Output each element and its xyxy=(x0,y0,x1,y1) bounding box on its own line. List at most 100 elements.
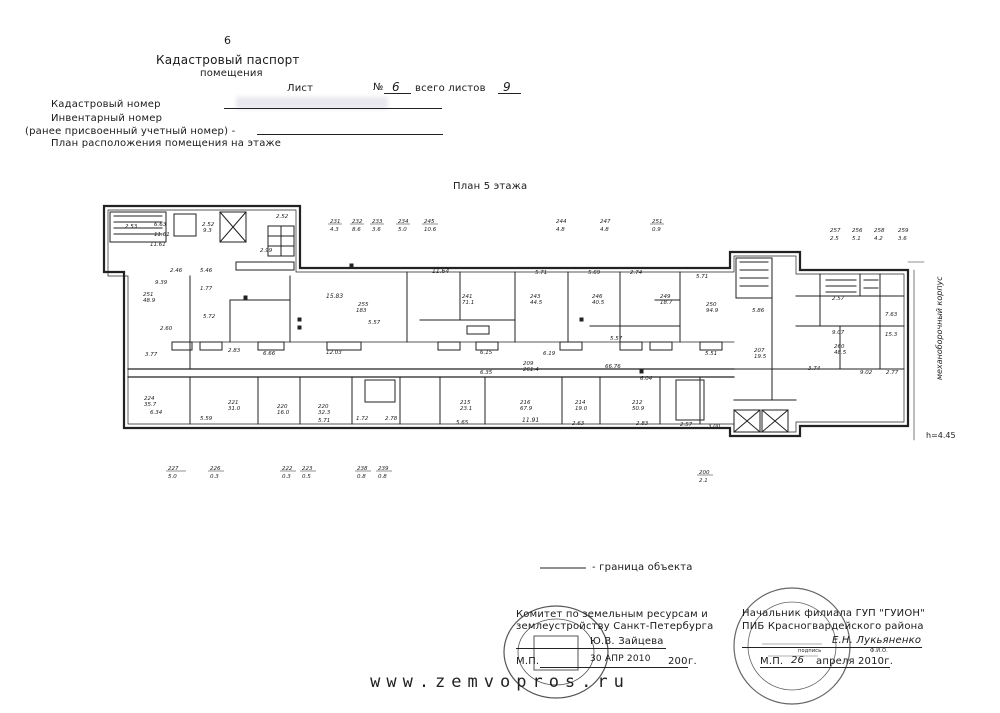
svg-text:66.76: 66.76 xyxy=(605,364,621,370)
svg-text:2.99: 2.99 xyxy=(260,248,273,254)
committee-date-stamp: 30 АПР 2010 xyxy=(590,654,651,664)
svg-text:249: 249 xyxy=(660,294,671,300)
svg-text:2.63: 2.63 xyxy=(572,421,585,427)
svg-text:6.19: 6.19 xyxy=(543,351,556,357)
committee-signer: Ю.В. Зайцева xyxy=(590,636,664,647)
svg-text:11.61: 11.61 xyxy=(154,232,170,238)
svg-text:245: 245 xyxy=(424,219,435,225)
svg-text:19.0: 19.0 xyxy=(575,406,588,412)
svg-text:5.51: 5.51 xyxy=(705,351,717,357)
committee-year: 200 xyxy=(668,656,688,667)
svg-text:223: 223 xyxy=(302,466,313,472)
svg-text:232: 232 xyxy=(352,219,363,225)
svg-text:244: 244 xyxy=(556,219,567,225)
svg-text:241: 241 xyxy=(462,294,473,300)
svg-text:207: 207 xyxy=(754,348,765,354)
svg-text:6.15: 6.15 xyxy=(480,350,493,356)
svg-text:215: 215 xyxy=(460,400,471,406)
branch-line1: Начальник филиала ГУП "ГУИОН" xyxy=(742,608,925,619)
svg-text:1.77: 1.77 xyxy=(200,286,213,292)
branch-stamp xyxy=(733,587,851,705)
svg-text:2.52: 2.52 xyxy=(276,214,289,220)
svg-text:5.0: 5.0 xyxy=(398,227,407,233)
svg-text:48.5: 48.5 xyxy=(834,350,847,356)
svg-text:50.9: 50.9 xyxy=(632,406,645,412)
branch-sign-caption: подпись xyxy=(798,648,822,654)
previous-number-line xyxy=(257,134,443,135)
site-watermark: www.zemvopros.ru xyxy=(370,672,630,692)
svg-text:221: 221 xyxy=(228,400,239,406)
svg-text:238: 238 xyxy=(357,466,368,472)
svg-text:2.83: 2.83 xyxy=(228,348,241,354)
committee-signature-line xyxy=(516,648,666,649)
svg-text:2.52: 2.52 xyxy=(202,222,215,228)
svg-text:67.9: 67.9 xyxy=(520,406,533,412)
svg-text:243: 243 xyxy=(530,294,541,300)
svg-text:0.5: 0.5 xyxy=(302,474,311,480)
svg-text:48.9: 48.9 xyxy=(143,298,156,304)
svg-text:32.3: 32.3 xyxy=(318,410,331,416)
svg-text:183: 183 xyxy=(356,308,367,314)
total-sheets-line xyxy=(498,93,521,94)
svg-text:3.6: 3.6 xyxy=(898,236,907,242)
legend-label: - граница объекта xyxy=(592,562,693,573)
svg-text:259: 259 xyxy=(898,228,909,234)
svg-text:261.4: 261.4 xyxy=(523,367,539,373)
branch-fio-caption: Ф.И.О. xyxy=(870,648,888,654)
svg-text:0.8: 0.8 xyxy=(357,474,366,480)
svg-text:6.63: 6.63 xyxy=(154,222,167,228)
svg-text:255: 255 xyxy=(358,302,369,308)
svg-text:3.6: 3.6 xyxy=(372,227,381,233)
svg-text:2.60: 2.60 xyxy=(160,326,173,332)
svg-text:0.8: 0.8 xyxy=(378,474,387,480)
sheet-number: 6 xyxy=(392,80,400,94)
svg-text:257: 257 xyxy=(830,228,841,234)
svg-text:226: 226 xyxy=(210,466,221,472)
svg-text:2.53: 2.53 xyxy=(125,224,138,230)
svg-text:2.5: 2.5 xyxy=(830,236,839,242)
svg-text:4.3: 4.3 xyxy=(330,227,339,233)
svg-text:15.3: 15.3 xyxy=(885,332,898,338)
svg-text:9.39: 9.39 xyxy=(155,280,168,286)
svg-text:231: 231 xyxy=(330,219,341,225)
redacted-cadastral-number xyxy=(236,97,388,109)
svg-text:31.0: 31.0 xyxy=(228,406,241,412)
committee-line2: землеустройству Санкт-Петербурга xyxy=(516,621,714,632)
branch-signer: Е.Н. Лукьяненко xyxy=(832,635,922,646)
svg-text:0.9: 0.9 xyxy=(652,227,661,233)
committee-stamp xyxy=(503,605,609,699)
branch-mp: М.П. xyxy=(760,656,784,667)
svg-text:0.3: 0.3 xyxy=(210,474,219,480)
svg-text:19.5: 19.5 xyxy=(754,354,767,360)
svg-text:10.6: 10.6 xyxy=(424,227,437,233)
svg-text:23.1: 23.1 xyxy=(460,406,472,412)
inventory-number-label: Инвентарный номер xyxy=(51,113,163,124)
cadastral-number-label: Кадастровый номер xyxy=(51,99,161,110)
svg-text:5.59: 5.59 xyxy=(200,416,213,422)
svg-text:2.74: 2.74 xyxy=(630,270,643,276)
svg-text:216: 216 xyxy=(520,400,531,406)
svg-text:5.71: 5.71 xyxy=(535,270,547,276)
svg-text:44.5: 44.5 xyxy=(530,300,543,306)
svg-text:2.1: 2.1 xyxy=(699,478,708,484)
svg-text:3.77: 3.77 xyxy=(145,352,158,358)
svg-text:5.65: 5.65 xyxy=(456,420,469,426)
svg-text:247: 247 xyxy=(600,219,611,225)
height-mark: h=4.45 xyxy=(926,431,956,440)
svg-text:2.78: 2.78 xyxy=(385,416,398,422)
svg-text:200: 200 xyxy=(699,470,710,476)
svg-text:2.57: 2.57 xyxy=(832,296,845,302)
svg-text:5.57: 5.57 xyxy=(610,336,623,342)
committee-mp: М.П. xyxy=(516,656,540,667)
svg-text:5.72: 5.72 xyxy=(203,314,216,320)
svg-text:250: 250 xyxy=(706,302,717,308)
side-building-label: механоборочный корпус xyxy=(935,276,944,380)
total-sheets-label: всего листов xyxy=(415,83,486,94)
svg-text:15.83: 15.83 xyxy=(326,293,343,300)
svg-text:6.66: 6.66 xyxy=(263,351,276,357)
cadastral-number-line xyxy=(224,108,442,109)
svg-text:3.00: 3.00 xyxy=(708,424,721,430)
branch-line2: ПИБ Красногвардейского района xyxy=(742,621,924,632)
svg-text:11.61: 11.61 xyxy=(150,242,166,248)
svg-text:9.07: 9.07 xyxy=(832,330,845,336)
